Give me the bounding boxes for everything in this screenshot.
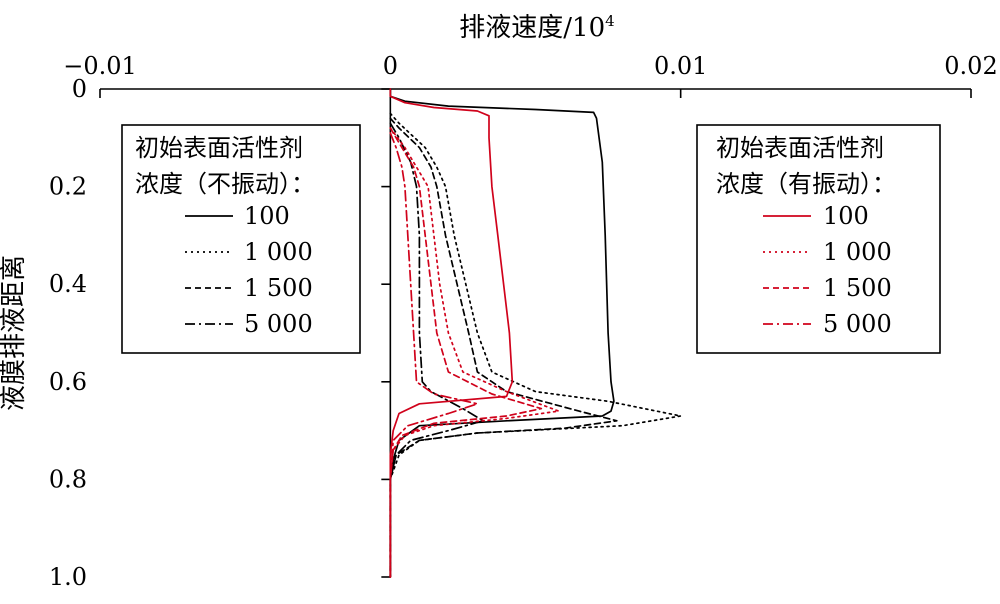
legend-title-line1: 初始表面活性剂 <box>716 134 884 162</box>
series-layer <box>389 88 682 578</box>
series-line-no-vibration-1000 <box>389 112 682 578</box>
x-tick-label: 0.02 <box>944 52 997 80</box>
y-axis-title: 液膜排液距离 <box>0 255 29 411</box>
legend-vibration: 初始表面活性剂 浓度（有振动）： 100 1 000 1 500 5 000 <box>696 124 941 354</box>
x-axis-title: 排液速度/104 <box>459 12 614 43</box>
legend-entry-label: 1 500 <box>823 274 892 302</box>
legend-entry-label: 100 <box>823 202 869 230</box>
legend-entry-label: 5 000 <box>244 310 313 338</box>
legend-entry-label: 1 500 <box>244 274 313 302</box>
legend-entry-label: 1 000 <box>823 238 892 266</box>
x-tick-label: −0.01 <box>63 52 137 80</box>
legend-title-line1: 初始表面活性剂 <box>135 134 303 162</box>
y-tick-label: 0.8 <box>49 465 87 493</box>
series-line-vibration-1000 <box>389 127 560 578</box>
legend-entry-label: 100 <box>244 202 290 230</box>
series-line-no-vibration-5000 <box>389 122 485 578</box>
series-line-no-vibration-1500 <box>389 117 618 578</box>
legend-box <box>121 124 361 354</box>
series-line-vibration-1500 <box>389 127 543 578</box>
y-tick-label: 0.2 <box>49 173 87 201</box>
y-tick-label: 0.4 <box>49 270 87 298</box>
series-line-no-vibration-100 <box>389 88 615 578</box>
legend-title-line2: 浓度（不振动）： <box>135 170 315 198</box>
y-tick-label: 0.6 <box>49 368 87 396</box>
y-tick-label: 1.0 <box>49 563 87 591</box>
y-tick-label: 0 <box>72 75 87 103</box>
legend-box <box>696 124 941 354</box>
x-tick-label: 0 <box>383 52 398 80</box>
x-tick-label: 0.01 <box>654 52 707 80</box>
legend-entry-label: 5 000 <box>823 310 892 338</box>
series-line-vibration-100 <box>389 88 514 578</box>
legend-title-line2: 浓度（有振动）： <box>716 170 896 198</box>
legend-no-vibration: 初始表面活性剂 浓度（不振动）： 100 1 000 1 500 5 000 <box>121 124 361 354</box>
series-line-vibration-5000 <box>389 132 479 578</box>
legend-entry-label: 1 000 <box>244 238 313 266</box>
